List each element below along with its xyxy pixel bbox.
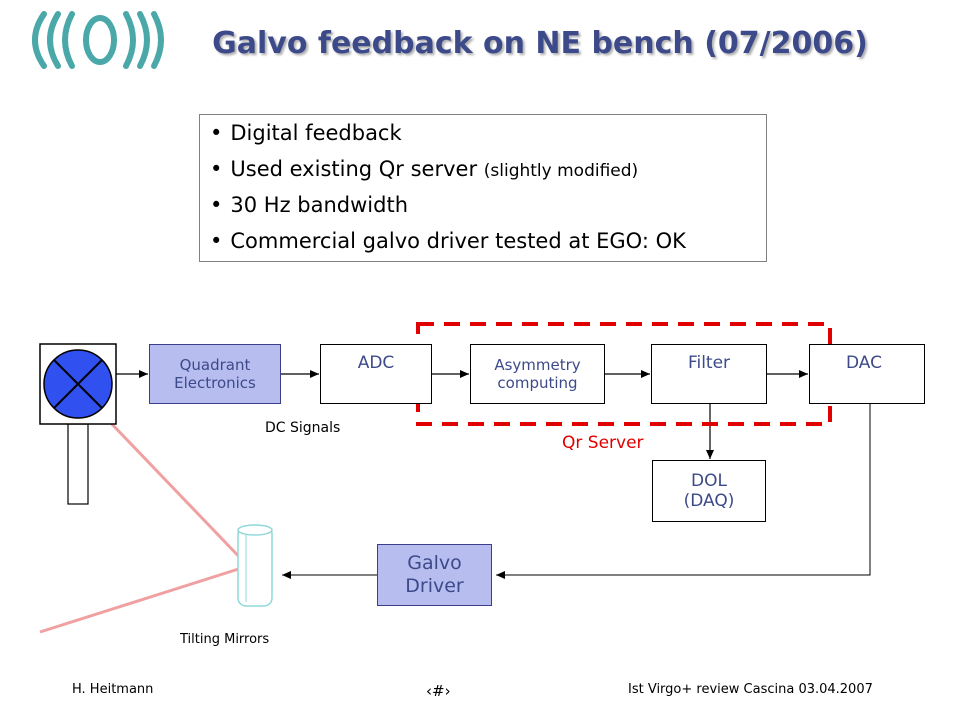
filter-block: Filter [651, 344, 767, 404]
block-label: Filter [687, 353, 731, 373]
block-label: Asymmetry [494, 356, 581, 374]
detector-stand [67, 423, 89, 505]
block-label: (DAQ) [683, 491, 735, 511]
block-label: Galvo [407, 552, 462, 575]
bullet-item: •30 Hz bandwidth [210, 193, 408, 217]
block-label: DAC [846, 353, 882, 373]
bullet-item: •Digital feedback [210, 121, 402, 145]
bullet-text: 30 Hz bandwidth [230, 193, 408, 217]
block-label: DOL [691, 470, 727, 491]
bullet-text: Digital feedback [230, 121, 402, 145]
qr-server-label: Qr Server [562, 433, 644, 453]
footer-page-number: ‹#› [426, 682, 451, 700]
page-title: Galvo feedback on NE bench (07/2006) [212, 26, 868, 61]
bullet-text: Used existing Qr server [230, 157, 484, 181]
tilting-mirror-icon [237, 524, 273, 607]
dc-signals-label: DC Signals [265, 420, 341, 436]
block-label: ADC [357, 353, 395, 373]
adc-block: ADC [320, 344, 432, 404]
bullet-box: •Digital feedback •Used existing Qr serv… [199, 114, 767, 262]
virgo-logo [32, 11, 164, 69]
laser-beam [106, 418, 250, 568]
bullet-note: (slightly modified) [483, 161, 639, 181]
block-label: Quadrant [179, 356, 251, 374]
block-label: Driver [405, 575, 464, 597]
block-label: computing [497, 374, 578, 392]
dac-block: DAC [809, 344, 925, 404]
dol-daq-block: DOL(DAQ) [652, 460, 766, 522]
bullet-text: Commercial galvo driver tested at EGO: O… [230, 229, 686, 253]
bullet-item: •Commercial galvo driver tested at EGO: … [210, 229, 686, 253]
laser-beam [39, 564, 249, 634]
block-label: Electronics [174, 374, 256, 392]
bullet-item: •Used existing Qr server (slightly modif… [210, 157, 639, 181]
tilting-mirrors-label: Tilting Mirrors [180, 632, 270, 647]
footer-author: H. Heitmann [72, 682, 154, 697]
footer-event: Ist Virgo+ review Cascina 03.04.2007 [628, 682, 873, 697]
